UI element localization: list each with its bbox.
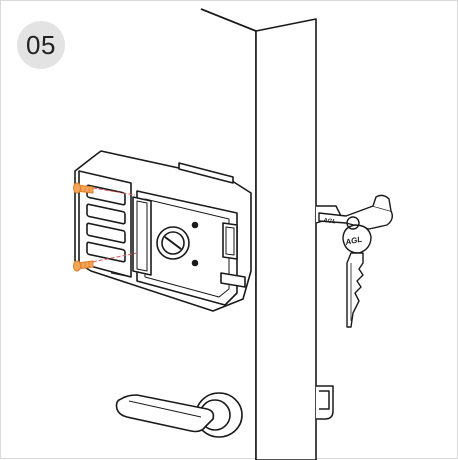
step-number-badge: 05 [17, 21, 65, 69]
key-brand-label-2: AGL [344, 235, 363, 248]
screw-guide-lines [86, 186, 138, 264]
door [200, 8, 317, 460]
lever-handle [115, 392, 243, 438]
screw-icon [73, 182, 94, 272]
deadbolt-lock-body [74, 150, 252, 312]
keys: AGL AGL [315, 194, 394, 328]
key-brand-label-1: AGL [322, 218, 337, 225]
step-number: 05 [26, 29, 56, 60]
top-screw [73, 182, 94, 194]
back-handle [316, 385, 334, 420]
bottom-screw [73, 260, 94, 272]
